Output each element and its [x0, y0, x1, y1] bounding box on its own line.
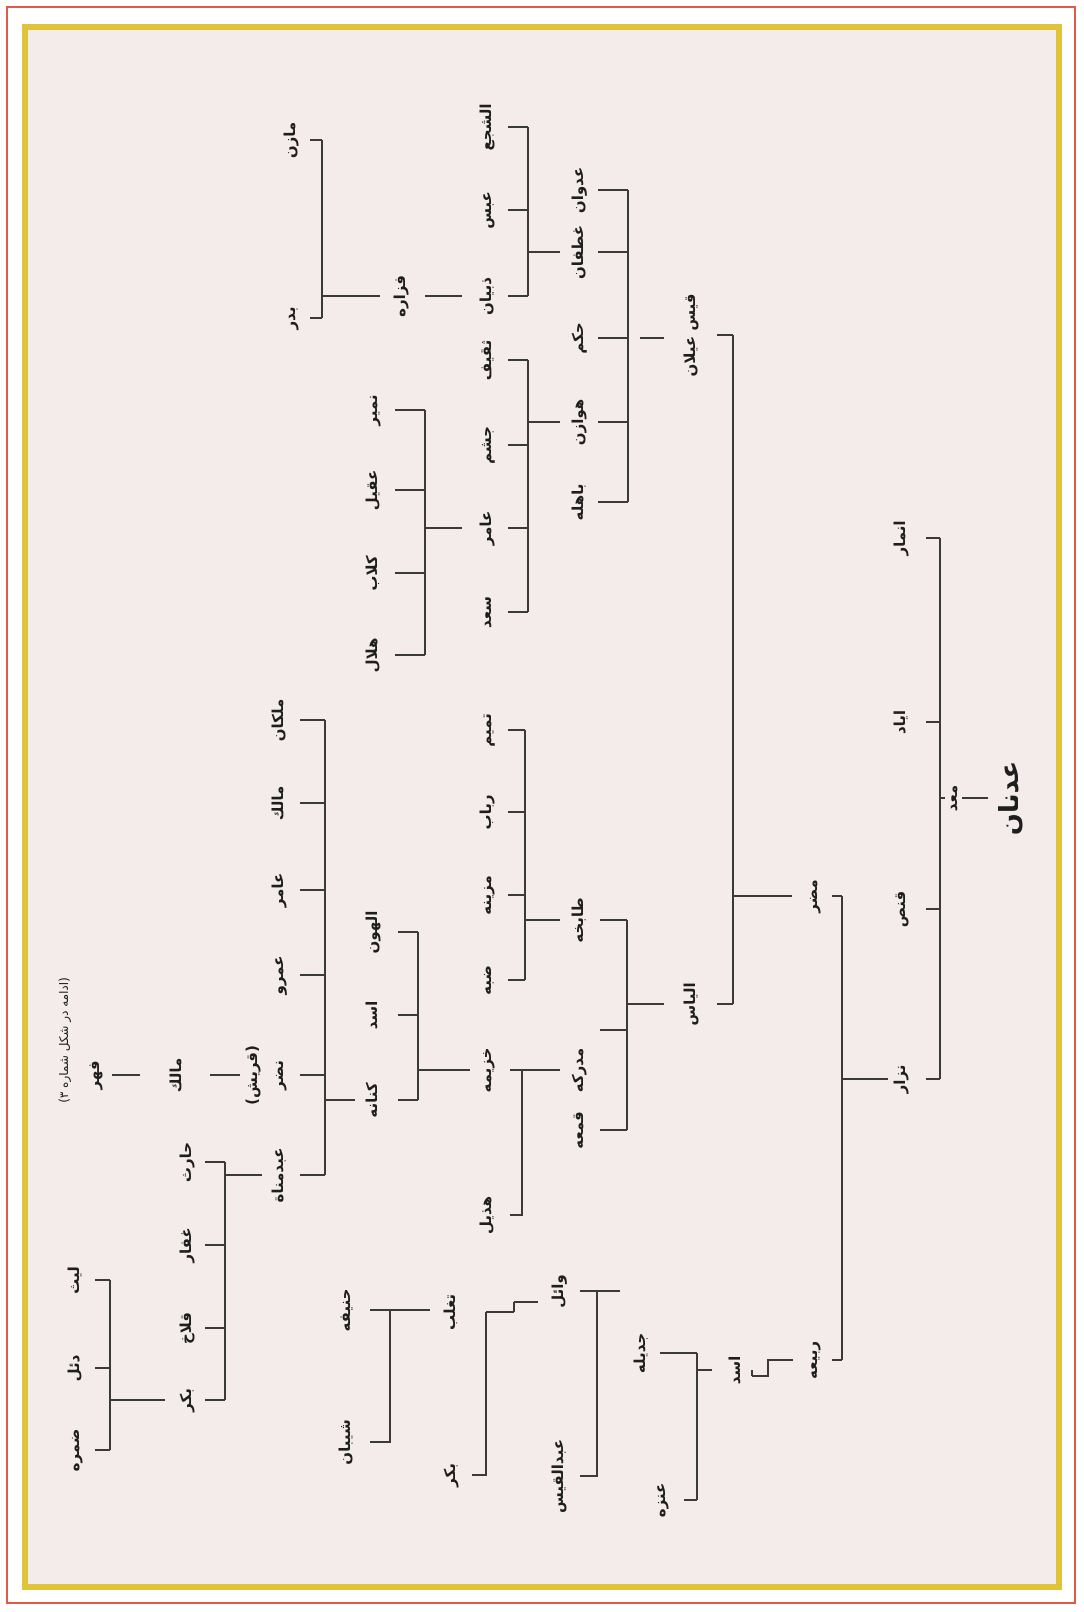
node-thaqif: ثقيف	[477, 340, 495, 380]
node-amr: عمرو	[269, 956, 287, 995]
node-ghifar: غفار	[177, 1227, 195, 1262]
node-bahila: باهله	[569, 484, 587, 521]
continued-note: (ادامه در شكل شماره ٣)	[57, 977, 71, 1103]
node-tabikha: طابخه	[569, 897, 587, 942]
node-hudhayl: هذيل	[477, 1196, 495, 1234]
node-fazara: فزاره	[391, 275, 409, 317]
node-mudar: مضر	[803, 879, 821, 912]
node-tamim: تميم	[477, 713, 495, 747]
node-rabia: ربيعه	[803, 1341, 821, 1379]
node-dual: دئل	[65, 1355, 83, 1382]
node-quraysh: (قريش)	[243, 1045, 261, 1105]
node-khuzayma: خزيمه	[477, 1048, 495, 1093]
node-muzayna: مزينه	[477, 875, 495, 914]
node-adnan: عدنان	[995, 761, 1025, 836]
node-fihr: فهر	[85, 1060, 103, 1089]
node-malik-nadr: مالك	[167, 1058, 185, 1093]
node-anza: عنزه	[651, 1483, 669, 1518]
node-amir-hawazin: عامر	[477, 511, 495, 546]
node-hilal: هلال	[363, 638, 381, 673]
node-kilab: كلاب	[363, 555, 381, 590]
node-abdulqais: عبدالقيس	[549, 1439, 567, 1513]
node-kinana: كنانه	[363, 1082, 381, 1117]
node-wail: وائل	[549, 1274, 567, 1308]
node-qama: قمعه	[569, 1111, 587, 1148]
node-asad-khuzayma: اسد	[363, 1001, 381, 1030]
node-badr: بدر	[281, 307, 299, 330]
node-jadila: جديله	[631, 1333, 649, 1373]
node-numayr: نمير	[363, 394, 381, 425]
node-nizar: نزار	[891, 1065, 909, 1094]
node-hanifa: حنيفه	[336, 1289, 354, 1332]
node-abdmanat: عبدمناة	[269, 1148, 287, 1203]
node-layth: ليث	[65, 1266, 83, 1294]
node-qalakh: قلاخ	[177, 1312, 195, 1344]
node-aqil: عقيل	[363, 470, 381, 511]
node-malik-kinana: مالك	[269, 786, 287, 821]
node-bakr-wail: بكر	[441, 1463, 459, 1487]
node-bakr-abdmanat: بكر	[177, 1388, 195, 1412]
node-hun: الهون	[363, 911, 381, 954]
node-anmar: انمار	[891, 520, 909, 555]
node-adwan: عدوان	[569, 167, 587, 213]
node-qays-aylan: قيس عيلان	[681, 294, 699, 377]
node-ribab: رباب	[477, 795, 495, 830]
node-hawazin: هوازن	[569, 399, 587, 445]
node-jusham: جشم	[477, 426, 495, 464]
node-hakam: حكم	[569, 322, 587, 353]
node-shayban: شيبان	[336, 1419, 354, 1464]
node-abs: عبس	[477, 191, 495, 229]
node-ashja: الشجع	[477, 103, 495, 150]
node-amir-kinana: عامر	[269, 873, 287, 908]
node-saad: سعد	[477, 596, 495, 628]
node-taghlib: تغلب	[441, 1294, 459, 1330]
node-malkan: ملكان	[269, 699, 287, 742]
node-ghatafan: غطفان	[569, 225, 587, 279]
node-asad-rabia: اسد	[726, 1356, 744, 1385]
node-nadr: نضر	[269, 1060, 287, 1090]
node-ilyas: الياس	[681, 982, 699, 1025]
node-dabba: ضبه	[477, 965, 495, 995]
node-mudrika: مدركه	[569, 1048, 587, 1092]
node-damra: ضمره	[65, 1429, 83, 1472]
node-maad: معد	[943, 785, 961, 811]
node-dhubyan: ذبيان	[477, 277, 495, 315]
node-qunus: قنص	[891, 891, 909, 927]
node-harith: حارث	[177, 1142, 195, 1182]
node-mazin: مازن	[281, 122, 299, 158]
node-iyad: اياد	[891, 710, 909, 734]
